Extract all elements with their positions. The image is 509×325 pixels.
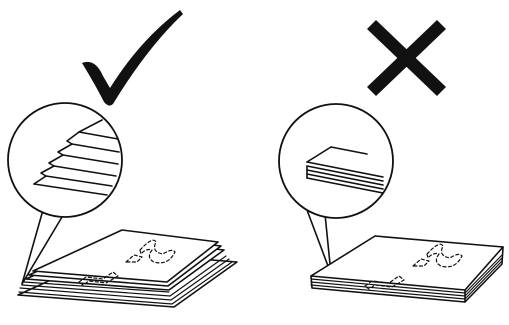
incorrect-panel: incorrect bbox=[255, 0, 509, 325]
zoomed-fanned-edges bbox=[33, 119, 120, 196]
aligned-paper-stack bbox=[310, 235, 504, 303]
zoomed-aligned-edges bbox=[306, 146, 384, 194]
correct-illustration bbox=[7, 10, 238, 308]
incorrect-illustration bbox=[278, 20, 504, 303]
magnifier-callout bbox=[7, 102, 123, 285]
fanned-paper-stack bbox=[17, 229, 238, 308]
correct-panel: correct bbox=[0, 0, 254, 325]
checkmark-icon bbox=[82, 10, 183, 106]
cross-icon bbox=[367, 20, 446, 96]
